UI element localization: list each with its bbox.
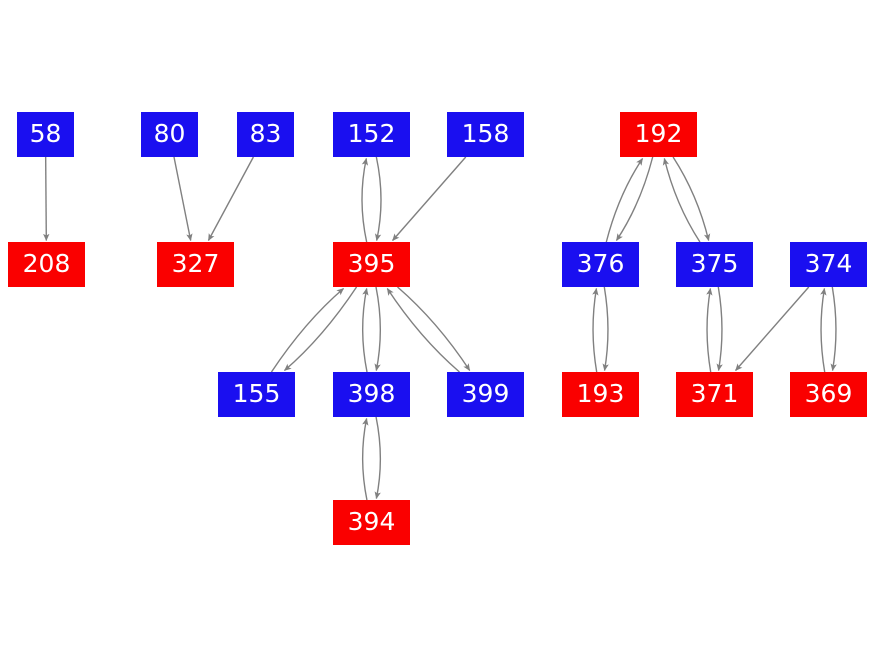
graph-node-label: 394 [347, 507, 396, 536]
graph-node-label: 58 [29, 119, 62, 148]
graph-node-label: 193 [576, 379, 625, 408]
graph-node-label: 375 [690, 249, 739, 278]
graph-node-label: 374 [804, 249, 853, 278]
graph-node-375[interactable]: 375 [676, 242, 753, 287]
graph-edge-374-to-369 [830, 286, 837, 372]
graph-edge-398-to-395 [361, 287, 369, 373]
graph-node-label: 152 [347, 119, 396, 148]
graph-edge-394-to-398 [361, 417, 369, 501]
graph-node-371[interactable]: 371 [676, 372, 753, 417]
graph-edge-152-to-395 [374, 156, 382, 242]
graph-edge-155-to-395 [270, 287, 344, 373]
graph-node-label: 398 [347, 379, 396, 408]
graph-node-label: 369 [804, 379, 853, 408]
graph-node-374[interactable]: 374 [790, 242, 867, 287]
graph-node-208[interactable]: 208 [8, 242, 85, 287]
graph-node-155[interactable]: 155 [218, 372, 295, 417]
graph-node-label: 80 [153, 119, 186, 148]
graph-edge-395-to-152 [361, 157, 369, 243]
graph-node-label: 155 [232, 379, 281, 408]
graph-node-152[interactable]: 152 [333, 112, 410, 157]
graph-node-label: 395 [347, 249, 396, 278]
graph-edge-375-to-192 [662, 157, 701, 243]
graph-edge-193-to-376 [592, 287, 599, 373]
graph-node-label: 158 [461, 119, 510, 148]
graph-edge-376-to-193 [602, 286, 609, 372]
graph-node-80[interactable]: 80 [141, 112, 198, 157]
graph-edge-395-to-399 [397, 286, 471, 371]
graph-edge-395-to-155 [284, 286, 358, 372]
graph-node-192[interactable]: 192 [620, 112, 697, 157]
graph-node-label: 371 [690, 379, 739, 408]
graph-node-369[interactable]: 369 [790, 372, 867, 417]
graph-node-58[interactable]: 58 [17, 112, 74, 157]
graph-node-376[interactable]: 376 [562, 242, 639, 287]
graph-edge-399-to-395 [386, 288, 460, 373]
graph-edge-371-to-375 [706, 287, 713, 373]
graph-edge-58-to-208 [43, 156, 50, 242]
graph-edge-83-to-327 [207, 156, 255, 242]
graph-edge-398-to-394 [374, 416, 382, 500]
graph-node-label: 399 [461, 379, 510, 408]
graph-node-label: 327 [171, 249, 220, 278]
graph-node-327[interactable]: 327 [157, 242, 234, 287]
graph-node-193[interactable]: 193 [562, 372, 639, 417]
graph-edge-395-to-398 [374, 286, 382, 372]
graph-node-158[interactable]: 158 [447, 112, 524, 157]
graph-edge-374-to-371 [735, 286, 810, 371]
graph-node-394[interactable]: 394 [333, 500, 410, 545]
graph-edge-369-to-374 [820, 287, 827, 373]
graph-node-label: 376 [576, 249, 625, 278]
graph-edge-192-to-375 [672, 156, 711, 242]
graph-edge-80-to-327 [173, 156, 193, 242]
graph-edge-192-to-376 [615, 156, 654, 241]
graph-node-399[interactable]: 399 [447, 372, 524, 417]
graph-node-label: 192 [634, 119, 683, 148]
graph-node-398[interactable]: 398 [333, 372, 410, 417]
graph-node-83[interactable]: 83 [237, 112, 294, 157]
graph-edge-158-to-395 [392, 156, 467, 241]
graph-node-label: 83 [249, 119, 282, 148]
graph-edge-375-to-371 [716, 286, 723, 372]
graph-edge-376-to-192 [605, 158, 644, 243]
graph-node-label: 208 [22, 249, 71, 278]
graph-node-395[interactable]: 395 [333, 242, 410, 287]
